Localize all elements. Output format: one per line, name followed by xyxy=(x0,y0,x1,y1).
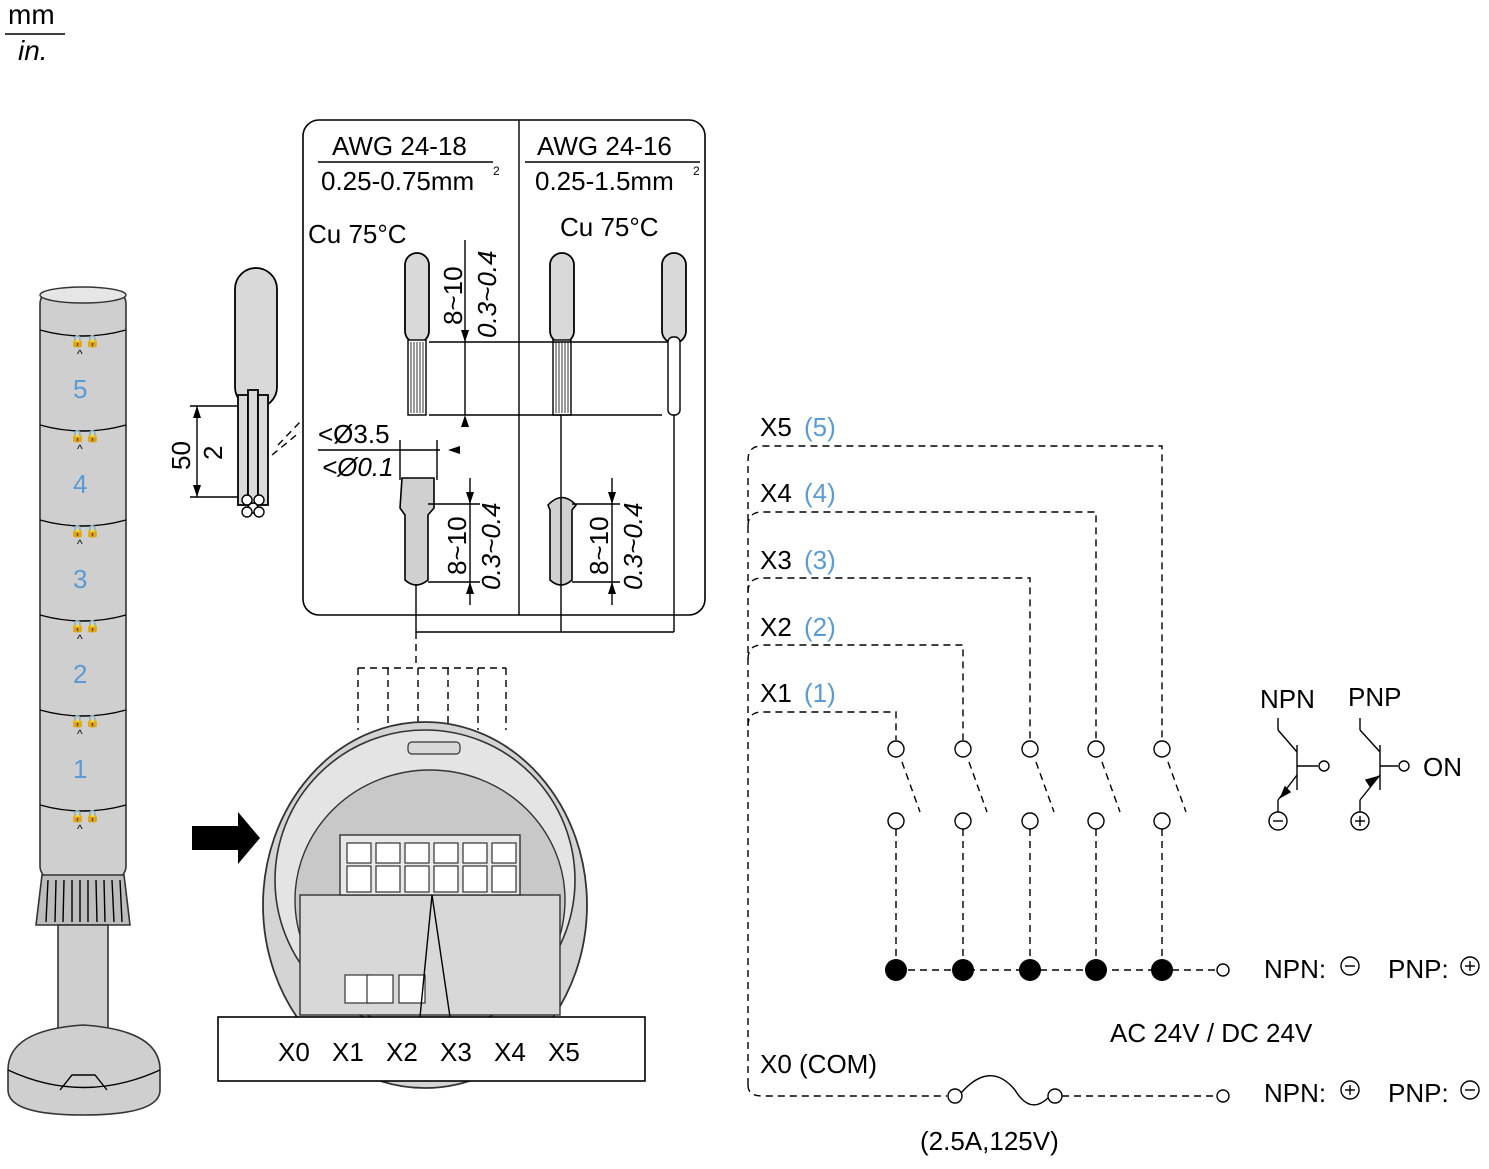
tier-5-label: 5 xyxy=(73,374,87,404)
svg-text:^: ^ xyxy=(77,537,83,551)
section-right-sup: 2 xyxy=(693,164,700,178)
com-label: X0 (COM) xyxy=(760,1049,877,1079)
section-right: 0.25-1.5mm xyxy=(535,166,674,196)
bundle-length-in: 2 xyxy=(198,446,228,460)
strip-length-top-in: 0.3~0.4 xyxy=(472,251,502,338)
strip-length-top: 8~10 xyxy=(438,266,468,325)
svg-text:🔒🔒: 🔒🔒 xyxy=(70,619,100,633)
awg-left: AWG 24-18 xyxy=(332,131,467,161)
tower-collar xyxy=(35,874,131,926)
terminal-x2: X2 xyxy=(386,1037,418,1067)
ferrule-plain xyxy=(547,496,578,586)
terminal-x3: X3 xyxy=(440,1037,472,1067)
terminal-bottom-icon xyxy=(1216,1089,1230,1103)
section-left-sup: 2 xyxy=(493,164,500,178)
tier-lock-icons: 🔒🔒^ 🔒🔒^ 🔒🔒^ 🔒🔒^ 🔒🔒^ 🔒🔒^ xyxy=(70,334,100,836)
tier-2-label: 2 xyxy=(73,659,87,689)
svg-text:^: ^ xyxy=(77,822,83,836)
tier-1-label: 1 xyxy=(73,754,87,784)
svg-text:^: ^ xyxy=(77,442,83,456)
ferrule-dia: <Ø3.5 xyxy=(318,419,390,449)
supply-label: AC 24V / DC 24V xyxy=(1110,1018,1313,1048)
input-x3-num: (3) xyxy=(804,545,836,575)
npn-legend-label: NPN xyxy=(1260,684,1315,714)
tower-base xyxy=(7,1024,161,1116)
input-x1-num: (1) xyxy=(804,678,836,708)
minus-circle-icon xyxy=(1340,956,1360,976)
terminal-x5: X5 xyxy=(548,1037,580,1067)
bundle-length-mm: 50 xyxy=(166,441,196,470)
awg-right: AWG 24-16 xyxy=(537,131,672,161)
section-left: 0.25-0.75mm xyxy=(321,166,474,196)
tier-4-label: 4 xyxy=(73,469,87,499)
terminal-x0: X0 xyxy=(278,1037,310,1067)
tower-pole xyxy=(57,924,109,1036)
svg-text:🔒🔒: 🔒🔒 xyxy=(70,714,100,728)
terminal-label-box xyxy=(217,1016,646,1082)
terminal-block-view: X0 X1 X2 X3 X4 X5 xyxy=(217,667,646,1089)
fuse-icon xyxy=(960,1075,1049,1106)
input-x4-term: X4 xyxy=(760,478,792,508)
junction-dots xyxy=(885,959,1173,981)
tier-3-label: 3 xyxy=(73,564,87,594)
strip-length-left: 8~10 xyxy=(442,516,472,575)
strip-length-left-in: 0.3~0.4 xyxy=(476,503,506,590)
svg-text:^: ^ xyxy=(77,632,83,646)
svg-text:🔒🔒: 🔒🔒 xyxy=(70,524,100,538)
pnp-legend-label: PNP xyxy=(1348,682,1401,712)
svg-text:🔒🔒: 🔒🔒 xyxy=(70,429,100,443)
input-x3-term: X3 xyxy=(760,545,792,575)
input-x1-term: X1 xyxy=(760,678,792,708)
svg-text:🔒🔒: 🔒🔒 xyxy=(70,809,100,823)
ferrule-insulated xyxy=(399,477,435,586)
signal-tower: 🔒🔒^ 🔒🔒^ 🔒🔒^ 🔒🔒^ 🔒🔒^ 🔒🔒^ 5 4 3 2 1 xyxy=(7,286,161,1116)
circuit-schematic: X5 (5) X4 (4) X3 (3) X2 (2) X1 (1) xyxy=(747,412,1480,1156)
switch-array xyxy=(887,740,1171,830)
strip-length-right-in: 0.3~0.4 xyxy=(618,503,648,590)
temp-left: Cu 75°C xyxy=(308,219,407,249)
input-x2-term: X2 xyxy=(760,612,792,642)
pnp-transistor-icon xyxy=(1350,718,1410,831)
input-x5-term: X5 xyxy=(760,412,792,442)
npn-top-label: NPN: xyxy=(1264,954,1326,984)
input-x4-num: (4) xyxy=(804,478,836,508)
fuse-label: (2.5A,125V) xyxy=(920,1126,1059,1156)
svg-text:^: ^ xyxy=(77,347,83,361)
input-x5-num: (5) xyxy=(804,412,836,442)
ferrule-dia-in: <Ø0.1 xyxy=(322,452,394,482)
terminal-top-icon xyxy=(1216,963,1230,977)
terminal-x4: X4 xyxy=(494,1037,526,1067)
temp-right: Cu 75°C xyxy=(560,212,659,242)
strip-length-right: 8~10 xyxy=(584,516,614,575)
pnp-top-label: PNP: xyxy=(1388,954,1449,984)
wire-spec-panel: AWG 24-18 0.25-0.75mm 2 AWG 24-16 0.25-1… xyxy=(302,119,706,668)
units-legend: mm in. xyxy=(5,0,65,66)
input-x2-num: (2) xyxy=(804,612,836,642)
npn-transistor-icon xyxy=(1268,718,1330,831)
terminal-x1: X1 xyxy=(332,1037,364,1067)
arrow-right-icon xyxy=(192,812,260,864)
on-label: ON xyxy=(1423,752,1462,782)
pnp-bottom-label: PNP: xyxy=(1388,1078,1449,1108)
plus-circle-icon xyxy=(1340,1080,1360,1100)
plus-circle-icon xyxy=(1460,956,1480,976)
npn-bottom-label: NPN: xyxy=(1264,1078,1326,1108)
minus-circle-icon xyxy=(1460,1080,1480,1100)
svg-text:🔒🔒: 🔒🔒 xyxy=(70,334,100,348)
unit-mm: mm xyxy=(8,0,55,30)
unit-in: in. xyxy=(18,35,48,66)
svg-text:^: ^ xyxy=(77,727,83,741)
cable-bundle: 50 2 xyxy=(166,267,301,518)
